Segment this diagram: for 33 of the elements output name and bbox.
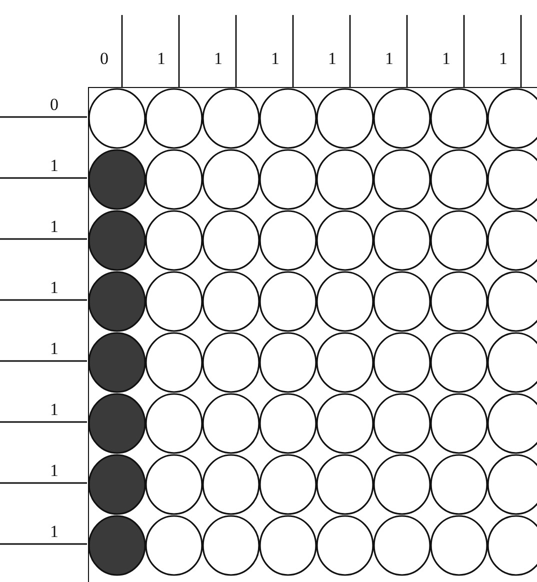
line bbox=[178, 15, 180, 88]
edge-label: 1 bbox=[328, 50, 336, 68]
line bbox=[349, 15, 351, 88]
edge-label: 1 bbox=[50, 462, 58, 480]
line bbox=[406, 15, 408, 88]
line bbox=[0, 177, 87, 179]
line bbox=[0, 299, 87, 301]
edge-label: 1 bbox=[499, 50, 508, 68]
edge-label: 1 bbox=[50, 157, 58, 175]
line bbox=[520, 15, 522, 88]
edge-label: 1 bbox=[50, 523, 58, 541]
edge-label: 1 bbox=[50, 340, 58, 358]
line bbox=[0, 543, 87, 545]
line bbox=[0, 116, 87, 118]
edge-label: 1 bbox=[385, 50, 394, 68]
line bbox=[0, 421, 87, 423]
edge-label: 1 bbox=[442, 50, 450, 68]
edge-label: 1 bbox=[50, 279, 58, 297]
edge-label: 1 bbox=[271, 50, 280, 68]
edge-label: 1 bbox=[157, 50, 166, 68]
edge-label: 0 bbox=[100, 50, 108, 68]
line bbox=[463, 15, 465, 88]
line bbox=[0, 238, 87, 240]
edge-label: 0 bbox=[50, 96, 58, 114]
edge-label: 1 bbox=[50, 218, 58, 236]
edge-label: 1 bbox=[214, 50, 222, 68]
grid-frame bbox=[88, 87, 537, 582]
line bbox=[292, 15, 294, 88]
line bbox=[0, 360, 87, 362]
line bbox=[121, 15, 123, 88]
line bbox=[235, 15, 237, 88]
line bbox=[0, 482, 87, 484]
edge-label: 1 bbox=[50, 401, 58, 419]
